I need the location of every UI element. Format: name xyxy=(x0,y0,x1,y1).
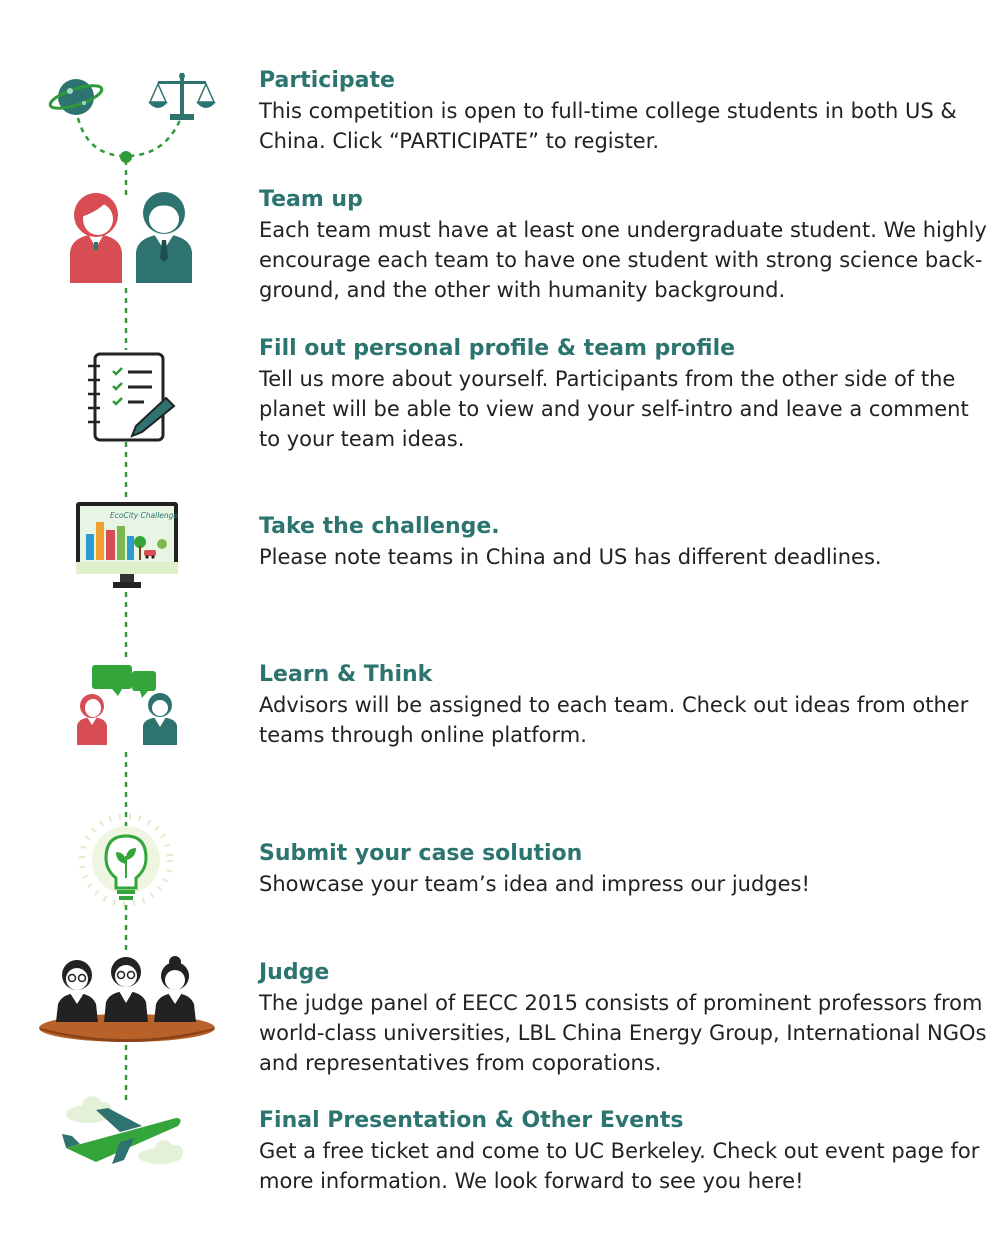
screen-label: EcoCity Challenge xyxy=(110,511,178,520)
step-description: Tell us more about yourself. Participant… xyxy=(259,367,969,451)
airplane-icon xyxy=(62,1096,183,1164)
step-description: Showcase your team’s idea and impress ou… xyxy=(259,872,810,896)
judge-left-icon xyxy=(56,960,98,1022)
step-final-presentation: Final Presentation & Other Events Get a … xyxy=(259,1106,989,1196)
connector-node xyxy=(120,151,132,163)
step-judge: Judge The judge panel of EECC 2015 consi… xyxy=(259,958,989,1078)
globe-icon xyxy=(48,79,104,115)
step-title: Team up xyxy=(259,187,363,212)
step-fill-out-profile: Fill out personal profile & team profile… xyxy=(259,334,989,454)
step-description: Get a free ticket and come to UC Berkele… xyxy=(259,1139,980,1193)
male-advisor-icon xyxy=(143,693,177,745)
step-title: Final Presentation & Other Events xyxy=(259,1108,684,1133)
step-take-the-challenge: Take the challenge. Please note teams in… xyxy=(259,512,989,572)
pencil-icon xyxy=(130,396,176,438)
step-title: Submit your case solution xyxy=(259,841,583,866)
step-participate: Participate This competition is open to … xyxy=(259,66,989,156)
city-skyline xyxy=(86,522,167,560)
step-title: Learn & Think xyxy=(259,662,433,687)
judge-right-icon xyxy=(154,956,196,1022)
checklist-clipboard-icon xyxy=(88,352,176,442)
step-description: This competition is open to full-time co… xyxy=(259,99,957,153)
step-description: The judge panel of EECC 2015 consists of… xyxy=(259,991,987,1075)
chat-bubbles-icon xyxy=(77,665,177,745)
step-submit-solution: Submit your case solution Showcase your … xyxy=(259,839,989,899)
judges-panel-icon xyxy=(39,956,215,1042)
step-team-up: Team up Each team must have at least one… xyxy=(259,185,989,305)
female-member-icon xyxy=(70,193,122,283)
male-member-icon xyxy=(136,192,192,283)
team-members-icon xyxy=(70,192,192,283)
monitor-icon: EcoCity Challenge xyxy=(76,502,178,588)
step-title: Participate xyxy=(259,68,395,93)
step-title: Fill out personal profile & team profile xyxy=(259,336,736,361)
globe-and-scales-icon xyxy=(48,73,216,120)
scales-icon xyxy=(148,73,216,120)
timeline-connector xyxy=(76,117,182,1100)
step-title: Judge xyxy=(259,960,330,985)
step-title: Take the challenge. xyxy=(259,514,500,539)
step-description: Advisors will be assigned to each team. … xyxy=(259,693,969,747)
sprout-icon xyxy=(116,848,136,878)
female-advisor-icon xyxy=(77,694,107,745)
step-description: Each team must have at least one undergr… xyxy=(259,218,987,302)
step-learn-and-think: Learn & Think Advisors will be assigned … xyxy=(259,660,989,750)
judge-center-icon xyxy=(104,957,148,1022)
step-description: Please note teams in China and US has di… xyxy=(259,545,882,569)
lightbulb-icon xyxy=(79,813,173,907)
